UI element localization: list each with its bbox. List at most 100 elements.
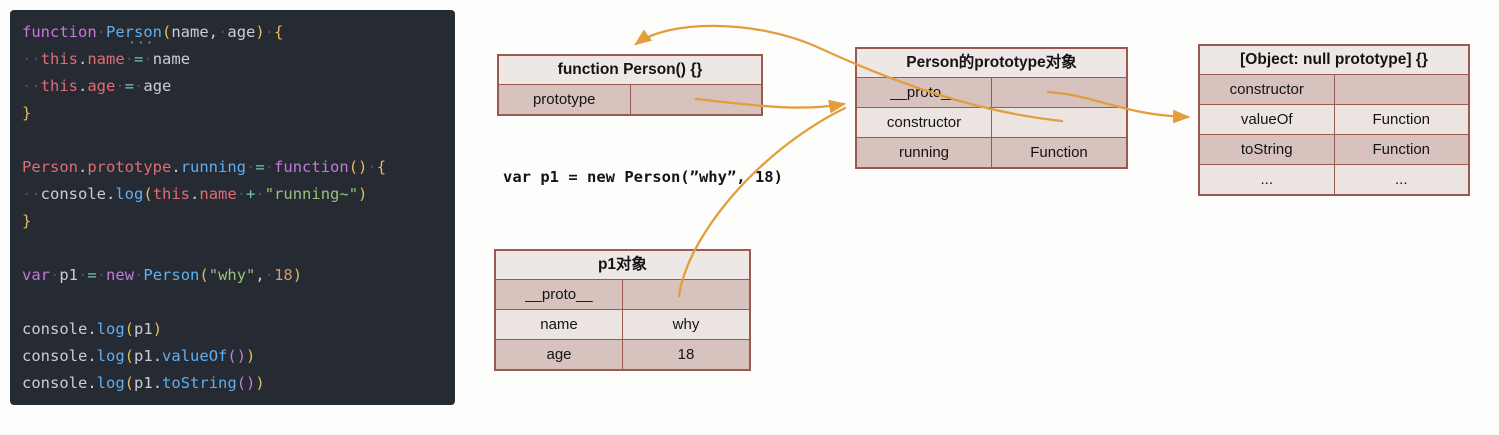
code-token: . (78, 158, 88, 176)
code-token: age (87, 77, 116, 95)
code-token: console (22, 320, 88, 338)
code-editor-panel: function·Person(name,·age)·{··this.name·… (10, 10, 455, 405)
code-line: } (22, 208, 451, 235)
code-token: ·· (22, 77, 41, 95)
code-line: function·Person(name,·age)·{ (22, 19, 451, 46)
code-token: · (236, 185, 247, 203)
code-token: { (376, 158, 387, 176)
table-row: name why (496, 310, 749, 340)
code-line (22, 289, 451, 316)
code-token: p1 (59, 266, 79, 284)
code-token: function (22, 23, 97, 41)
code-token: ) (255, 23, 265, 41)
code-token: } (22, 104, 32, 122)
new-person-annotation: var p1 = new Person(”why”, 18) (503, 168, 783, 186)
code-line: console.log(p1.toString()) (22, 370, 451, 397)
code-token: · (134, 77, 144, 95)
code-token: · (367, 158, 377, 176)
table-cell-value: ... (1394, 171, 1408, 188)
code-token: age (227, 23, 256, 41)
code-token: Person (143, 266, 200, 284)
code-token: "why" (208, 266, 256, 284)
code-token: , (208, 23, 219, 41)
code-token: . (190, 185, 200, 203)
code-token: console (40, 185, 106, 203)
code-token: ·· (22, 50, 41, 68)
table-cell-value (623, 280, 749, 309)
code-token: . (171, 158, 181, 176)
code-line: } (22, 100, 451, 127)
table-cell-key: toString (1200, 135, 1335, 164)
table-title: Person的prototype对象 (857, 49, 1126, 78)
code-token: ( (199, 266, 209, 284)
table-cell-key: name (496, 310, 623, 339)
code-token: = (87, 266, 97, 284)
code-token: · (218, 23, 228, 41)
table-row: constructor (1200, 75, 1468, 105)
table-row: prototype (499, 85, 761, 114)
code-token: ( (143, 185, 153, 203)
table-cell-key: __proto__ (857, 78, 992, 107)
code-token: 18 (274, 266, 293, 284)
code-token: ( (124, 320, 135, 338)
code-token: running (180, 158, 247, 176)
code-token: new (106, 266, 135, 284)
table-row: toString Function (1200, 135, 1468, 165)
code-token: p1 (134, 347, 153, 365)
table-cell-key: constructor (1200, 75, 1335, 104)
code-token: console (22, 347, 88, 365)
table-row: constructor (857, 108, 1126, 138)
code-token: = (124, 77, 135, 95)
table-row: ...... (1200, 165, 1468, 194)
code-token: log (96, 374, 125, 392)
code-line (22, 235, 451, 262)
code-token: · (96, 266, 107, 284)
table-cell-value (631, 85, 762, 114)
table-cell-value: why (672, 316, 700, 333)
code-token: name (171, 23, 209, 41)
code-token: · (264, 158, 275, 176)
code-token: = (134, 50, 144, 68)
code-token: + (246, 185, 256, 203)
table-cell-value: Function (1372, 141, 1431, 158)
code-token: . (152, 374, 163, 392)
code-token: ( (124, 374, 135, 392)
table-title: p1对象 (496, 251, 749, 280)
code-token: , (255, 266, 265, 284)
code-token: ( (162, 23, 172, 41)
table-row: __proto__ (857, 78, 1126, 108)
code-token: · (134, 266, 144, 284)
code-token: · (246, 158, 256, 176)
table-cell-value (992, 78, 1126, 107)
table-cell-key: running (857, 138, 992, 167)
code-token: valueOf (162, 347, 228, 365)
code-token: name (199, 185, 237, 203)
code-token: = (255, 158, 265, 176)
code-line: console.log(p1.valueOf()) (22, 343, 451, 370)
table-cell-key: ... (1200, 165, 1335, 194)
code-token: ( (124, 347, 135, 365)
code-token: Person (22, 158, 78, 176)
code-token: · (143, 50, 153, 68)
code-token: · (264, 23, 275, 41)
code-token: ) (152, 320, 163, 338)
code-token: . (87, 320, 97, 338)
code-line: Person.prototype.running·=·function()·{ (22, 154, 451, 181)
code-reference-hint-dots: ··· (128, 36, 155, 51)
table-cell-key: prototype (499, 85, 631, 114)
code-token: p1 (134, 374, 153, 392)
code-token: prototype (87, 158, 172, 176)
code-line (22, 127, 451, 154)
code-token: } (22, 212, 32, 230)
code-token: age (143, 77, 172, 95)
code-token: this (40, 77, 78, 95)
code-line: console.log(p1) (22, 316, 451, 343)
code-token: . (78, 77, 88, 95)
table-cell-value: Function (1372, 111, 1431, 128)
code-token: . (87, 374, 97, 392)
code-token: ) (255, 374, 265, 392)
